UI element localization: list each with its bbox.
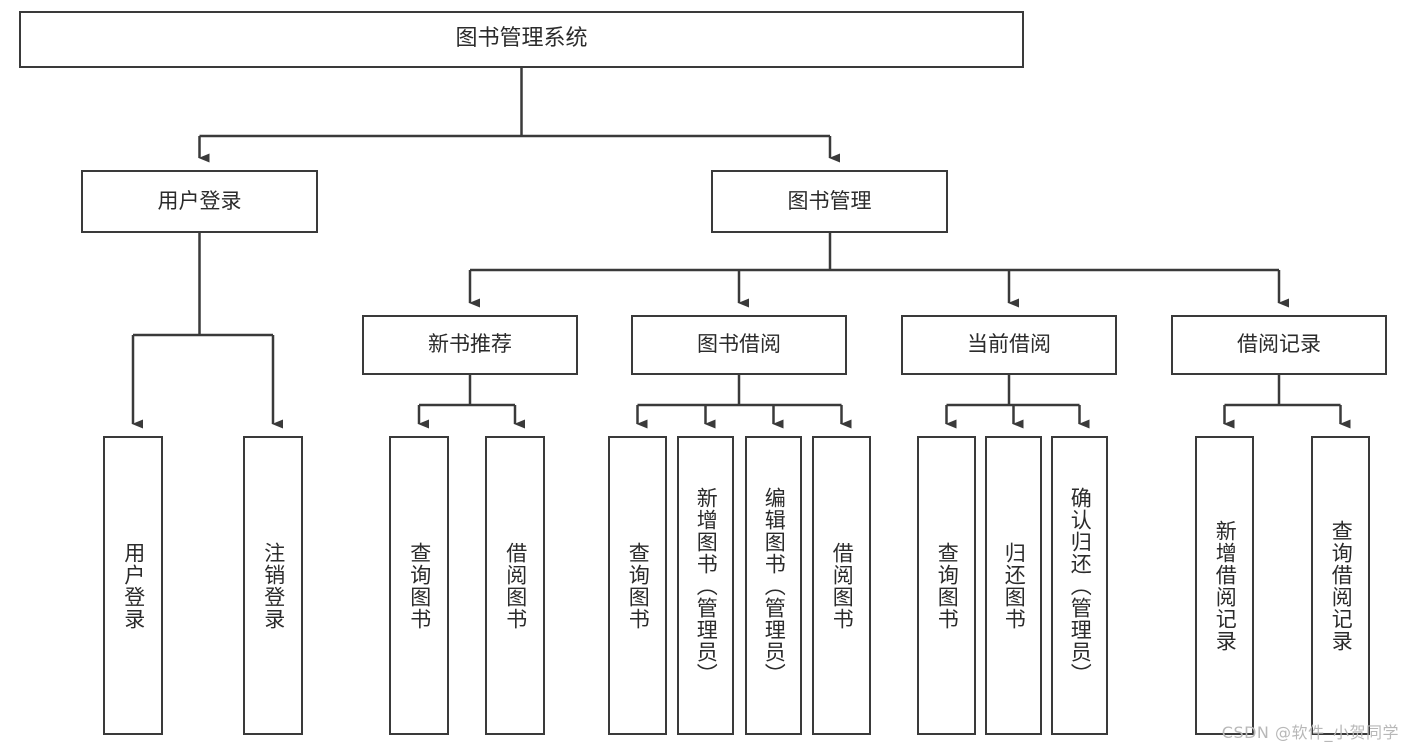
node-leaf-add-record-label: 新增借阅记录 xyxy=(1213,519,1238,652)
node-leaf-query-book-1[interactable]: 查询图书 xyxy=(389,436,449,735)
node-new-book-recommend[interactable]: 新书推荐 xyxy=(362,315,578,375)
node-current-borrow-label: 当前借阅 xyxy=(967,332,1051,357)
node-leaf-query-book-3-label: 查询图书 xyxy=(935,541,960,630)
node-leaf-query-book-2[interactable]: 查询图书 xyxy=(608,436,667,735)
node-leaf-query-book-3[interactable]: 查询图书 xyxy=(917,436,976,735)
node-leaf-user-login-label: 用户登录 xyxy=(121,541,146,630)
node-leaf-add-record[interactable]: 新增借阅记录 xyxy=(1195,436,1254,735)
node-leaf-logout-login-label: 注销登录 xyxy=(261,541,286,630)
node-book-borrow[interactable]: 图书借阅 xyxy=(631,315,847,375)
node-user-login[interactable]: 用户登录 xyxy=(81,170,318,233)
node-leaf-add-book-admin-label: 新增图书（管理员） xyxy=(694,486,719,685)
node-leaf-return-book[interactable]: 归还图书 xyxy=(985,436,1042,735)
node-leaf-query-record-label: 查询借阅记录 xyxy=(1329,519,1354,652)
watermark: CSDN @软件_小贺同学 xyxy=(1221,723,1399,742)
node-book-management-label: 图书管理 xyxy=(787,188,872,213)
node-leaf-edit-book-admin-label: 编辑图书（管理员） xyxy=(762,486,787,685)
node-user-login-label: 用户登录 xyxy=(157,188,242,213)
node-current-borrow[interactable]: 当前借阅 xyxy=(901,315,1117,375)
node-leaf-borrow-book-1[interactable]: 借阅图书 xyxy=(485,436,545,735)
node-borrow-record-label: 借阅记录 xyxy=(1237,332,1321,357)
node-root-label: 图书管理系统 xyxy=(455,26,588,52)
node-leaf-borrow-book-2-label: 借阅图书 xyxy=(830,541,855,630)
node-leaf-query-record[interactable]: 查询借阅记录 xyxy=(1311,436,1370,735)
node-leaf-logout-login[interactable]: 注销登录 xyxy=(243,436,303,735)
node-root[interactable]: 图书管理系统 xyxy=(19,11,1024,68)
node-borrow-record[interactable]: 借阅记录 xyxy=(1171,315,1387,375)
node-book-management[interactable]: 图书管理 xyxy=(711,170,948,233)
node-leaf-query-book-1-label: 查询图书 xyxy=(407,541,432,630)
node-leaf-user-login[interactable]: 用户登录 xyxy=(103,436,163,735)
node-leaf-confirm-return[interactable]: 确认归还（管理员） xyxy=(1051,436,1108,735)
node-new-book-recommend-label: 新书推荐 xyxy=(428,332,512,357)
node-leaf-confirm-return-label: 确认归还（管理员） xyxy=(1068,486,1093,685)
node-leaf-borrow-book-2[interactable]: 借阅图书 xyxy=(812,436,871,735)
node-book-borrow-label: 图书借阅 xyxy=(697,332,781,357)
node-leaf-return-book-label: 归还图书 xyxy=(1002,541,1027,630)
node-leaf-edit-book-admin[interactable]: 编辑图书（管理员） xyxy=(745,436,802,735)
node-leaf-query-book-2-label: 查询图书 xyxy=(626,541,651,630)
node-leaf-add-book-admin[interactable]: 新增图书（管理员） xyxy=(677,436,734,735)
node-leaf-borrow-book-1-label: 借阅图书 xyxy=(503,541,528,630)
